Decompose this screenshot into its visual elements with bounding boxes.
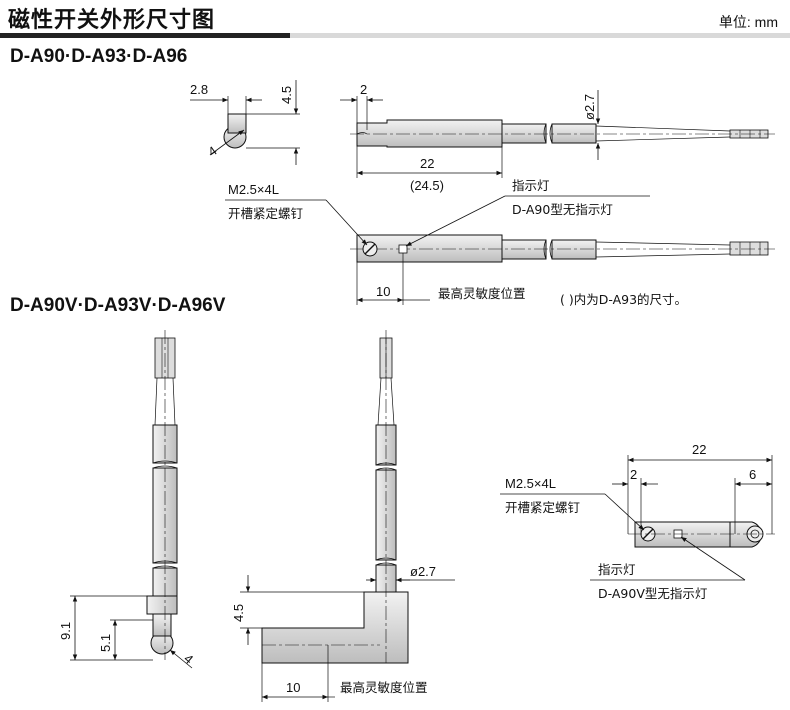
- header-rule-accent: [0, 33, 290, 38]
- section-title-horizontal: D-A90·D-A93·D-A96: [10, 46, 188, 67]
- sensitivity-label-vertical: 最高灵敏度位置: [340, 680, 428, 695]
- vertical-side-view: ø2.7 4.5 10 最高灵敏度位置: [231, 330, 455, 702]
- dim-22-vertical: 22: [692, 442, 706, 457]
- dim-2-side: 2: [360, 82, 367, 97]
- screw-label-vertical: M2.5×4L: [505, 476, 556, 491]
- indicator-note-vertical: D-A90V型无指示灯: [598, 586, 707, 601]
- indicator-note-top: D-A90型无指示灯: [512, 202, 613, 217]
- cross-section-view: 2.8 4.5 4: [190, 80, 300, 165]
- screw-desc-vertical: 开槽紧定螺钉: [505, 500, 581, 515]
- unit-label: 单位: mm: [718, 14, 778, 30]
- dim-22-side: 22: [420, 156, 434, 171]
- dim-2-vertical: 2: [630, 467, 637, 482]
- dim-4-5-vertical: 4.5: [231, 604, 246, 622]
- header-rule: [0, 33, 790, 38]
- dim-5-1: 5.1: [98, 634, 113, 652]
- page-title: 磁性开关外形尺寸图: [8, 8, 216, 33]
- section-title-vertical: D-A90V·D-A93V·D-A96V: [10, 295, 226, 316]
- side-view: 2 ø2.7 22 (24.5): [340, 82, 775, 193]
- dim-2-8: 2.8: [190, 82, 208, 97]
- dim-24-5-side: (24.5): [410, 178, 444, 193]
- top-view: 10 最高灵敏度位置 ( )内为D-A93的尺寸。 M2.5×4L 开槽紧定螺钉…: [225, 178, 775, 307]
- dim-4-cross: 4: [205, 143, 220, 159]
- dim-10-top: 10: [376, 284, 390, 299]
- vertical-top-view: 22 2 6 M2.5×4L 开槽紧定螺钉 指示灯 D-A90V型无指示灯: [500, 442, 775, 601]
- dim-phi-2-7-side: ø2.7: [582, 94, 597, 120]
- dim-9-1: 9.1: [58, 622, 73, 640]
- screw-desc-top: 开槽紧定螺钉: [228, 206, 304, 221]
- screw-label-top: M2.5×4L: [228, 182, 279, 197]
- page-header: 磁性开关外形尺寸图 单位: mm: [0, 0, 790, 38]
- vertical-front-view: 9.1 5.1 4: [58, 330, 196, 669]
- dim-phi-2-7-vertical: ø2.7: [410, 564, 436, 579]
- indicator-label-vertical: 指示灯: [598, 562, 636, 577]
- dim-10-vertical: 10: [286, 680, 300, 695]
- sensitivity-label-top: 最高灵敏度位置: [438, 286, 526, 301]
- dim-4-vertical: 4: [181, 651, 196, 667]
- dim-6-vertical: 6: [749, 467, 756, 482]
- paren-note: ( )内为D-A93的尺寸。: [560, 292, 687, 307]
- indicator-label-top: 指示灯: [512, 178, 550, 193]
- dim-4-5-cross: 4.5: [279, 86, 294, 104]
